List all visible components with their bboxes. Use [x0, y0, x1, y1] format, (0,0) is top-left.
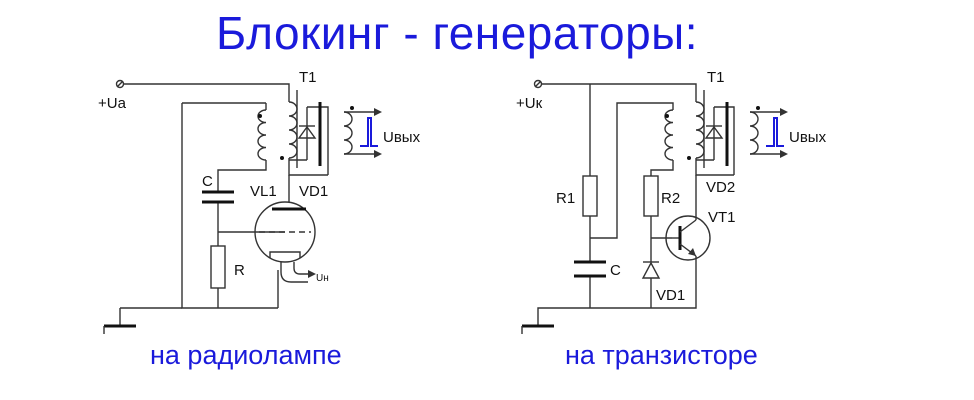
label-uout-left: Uвых — [383, 129, 421, 146]
label-t1-left: T1 — [299, 69, 317, 86]
capacitor-c-left — [202, 190, 234, 204]
diode-vd1-left — [289, 107, 317, 161]
label-r-left: R — [234, 262, 245, 279]
label-t1-right: T1 — [707, 69, 725, 86]
resistor-r1 — [582, 175, 598, 217]
page-title: Блокинг - генераторы: — [215, 7, 699, 59]
wire-base-loop — [590, 102, 674, 239]
caption-tube: на радиолампе — [150, 340, 342, 370]
transformer-left — [257, 90, 354, 168]
label-ua: +Ua — [98, 95, 127, 112]
supply-terminal-left — [115, 79, 125, 89]
circuit-transistor: +Uк T1 — [516, 69, 827, 334]
label-c-left: C — [202, 173, 213, 190]
label-r2: R2 — [661, 190, 680, 207]
label-c-right: C — [610, 262, 621, 279]
pulse-icon — [360, 117, 378, 147]
label-vd2: VD2 — [706, 179, 735, 196]
resistor-r2 — [643, 175, 659, 217]
wire-left-rail — [181, 103, 278, 309]
transformer-right — [664, 90, 760, 168]
label-vd1-right: VD1 — [656, 287, 685, 304]
label-uout-right: Uвых — [789, 129, 827, 146]
wire-r2-top — [650, 160, 674, 176]
tube-vl1 — [254, 201, 316, 283]
transistor-vt1 — [665, 215, 711, 261]
output-right — [750, 108, 788, 158]
label-vl1: VL1 — [250, 183, 277, 200]
pulse-icon-right — [766, 117, 784, 147]
label-heater: Uн — [316, 273, 329, 284]
capacitor-c-right — [574, 260, 606, 278]
wire-ground-left — [119, 307, 182, 326]
wire-diode-loop — [307, 106, 329, 175]
label-vt1: VT1 — [708, 209, 736, 226]
caption-transistor: на транзисторе — [565, 340, 758, 370]
ground-left — [103, 324, 136, 334]
label-r1: R1 — [556, 190, 575, 207]
circuit-tube: +Ua T1 — [98, 69, 421, 334]
resistor-r-left — [210, 245, 226, 289]
label-uk: +Uк — [516, 95, 543, 112]
wire-to-cap — [217, 160, 267, 192]
wire-ground-right — [537, 256, 697, 326]
ground-right — [521, 324, 554, 334]
diode-vd1-right — [641, 261, 661, 279]
label-vd1-left: VD1 — [299, 183, 328, 200]
diode-vd2 — [696, 107, 724, 161]
wire-diode-loop-right — [714, 106, 735, 175]
output-left — [344, 108, 382, 158]
supply-terminal-right — [533, 79, 543, 89]
wire-supply-left — [124, 83, 290, 102]
wire-supply-right — [542, 83, 697, 102]
